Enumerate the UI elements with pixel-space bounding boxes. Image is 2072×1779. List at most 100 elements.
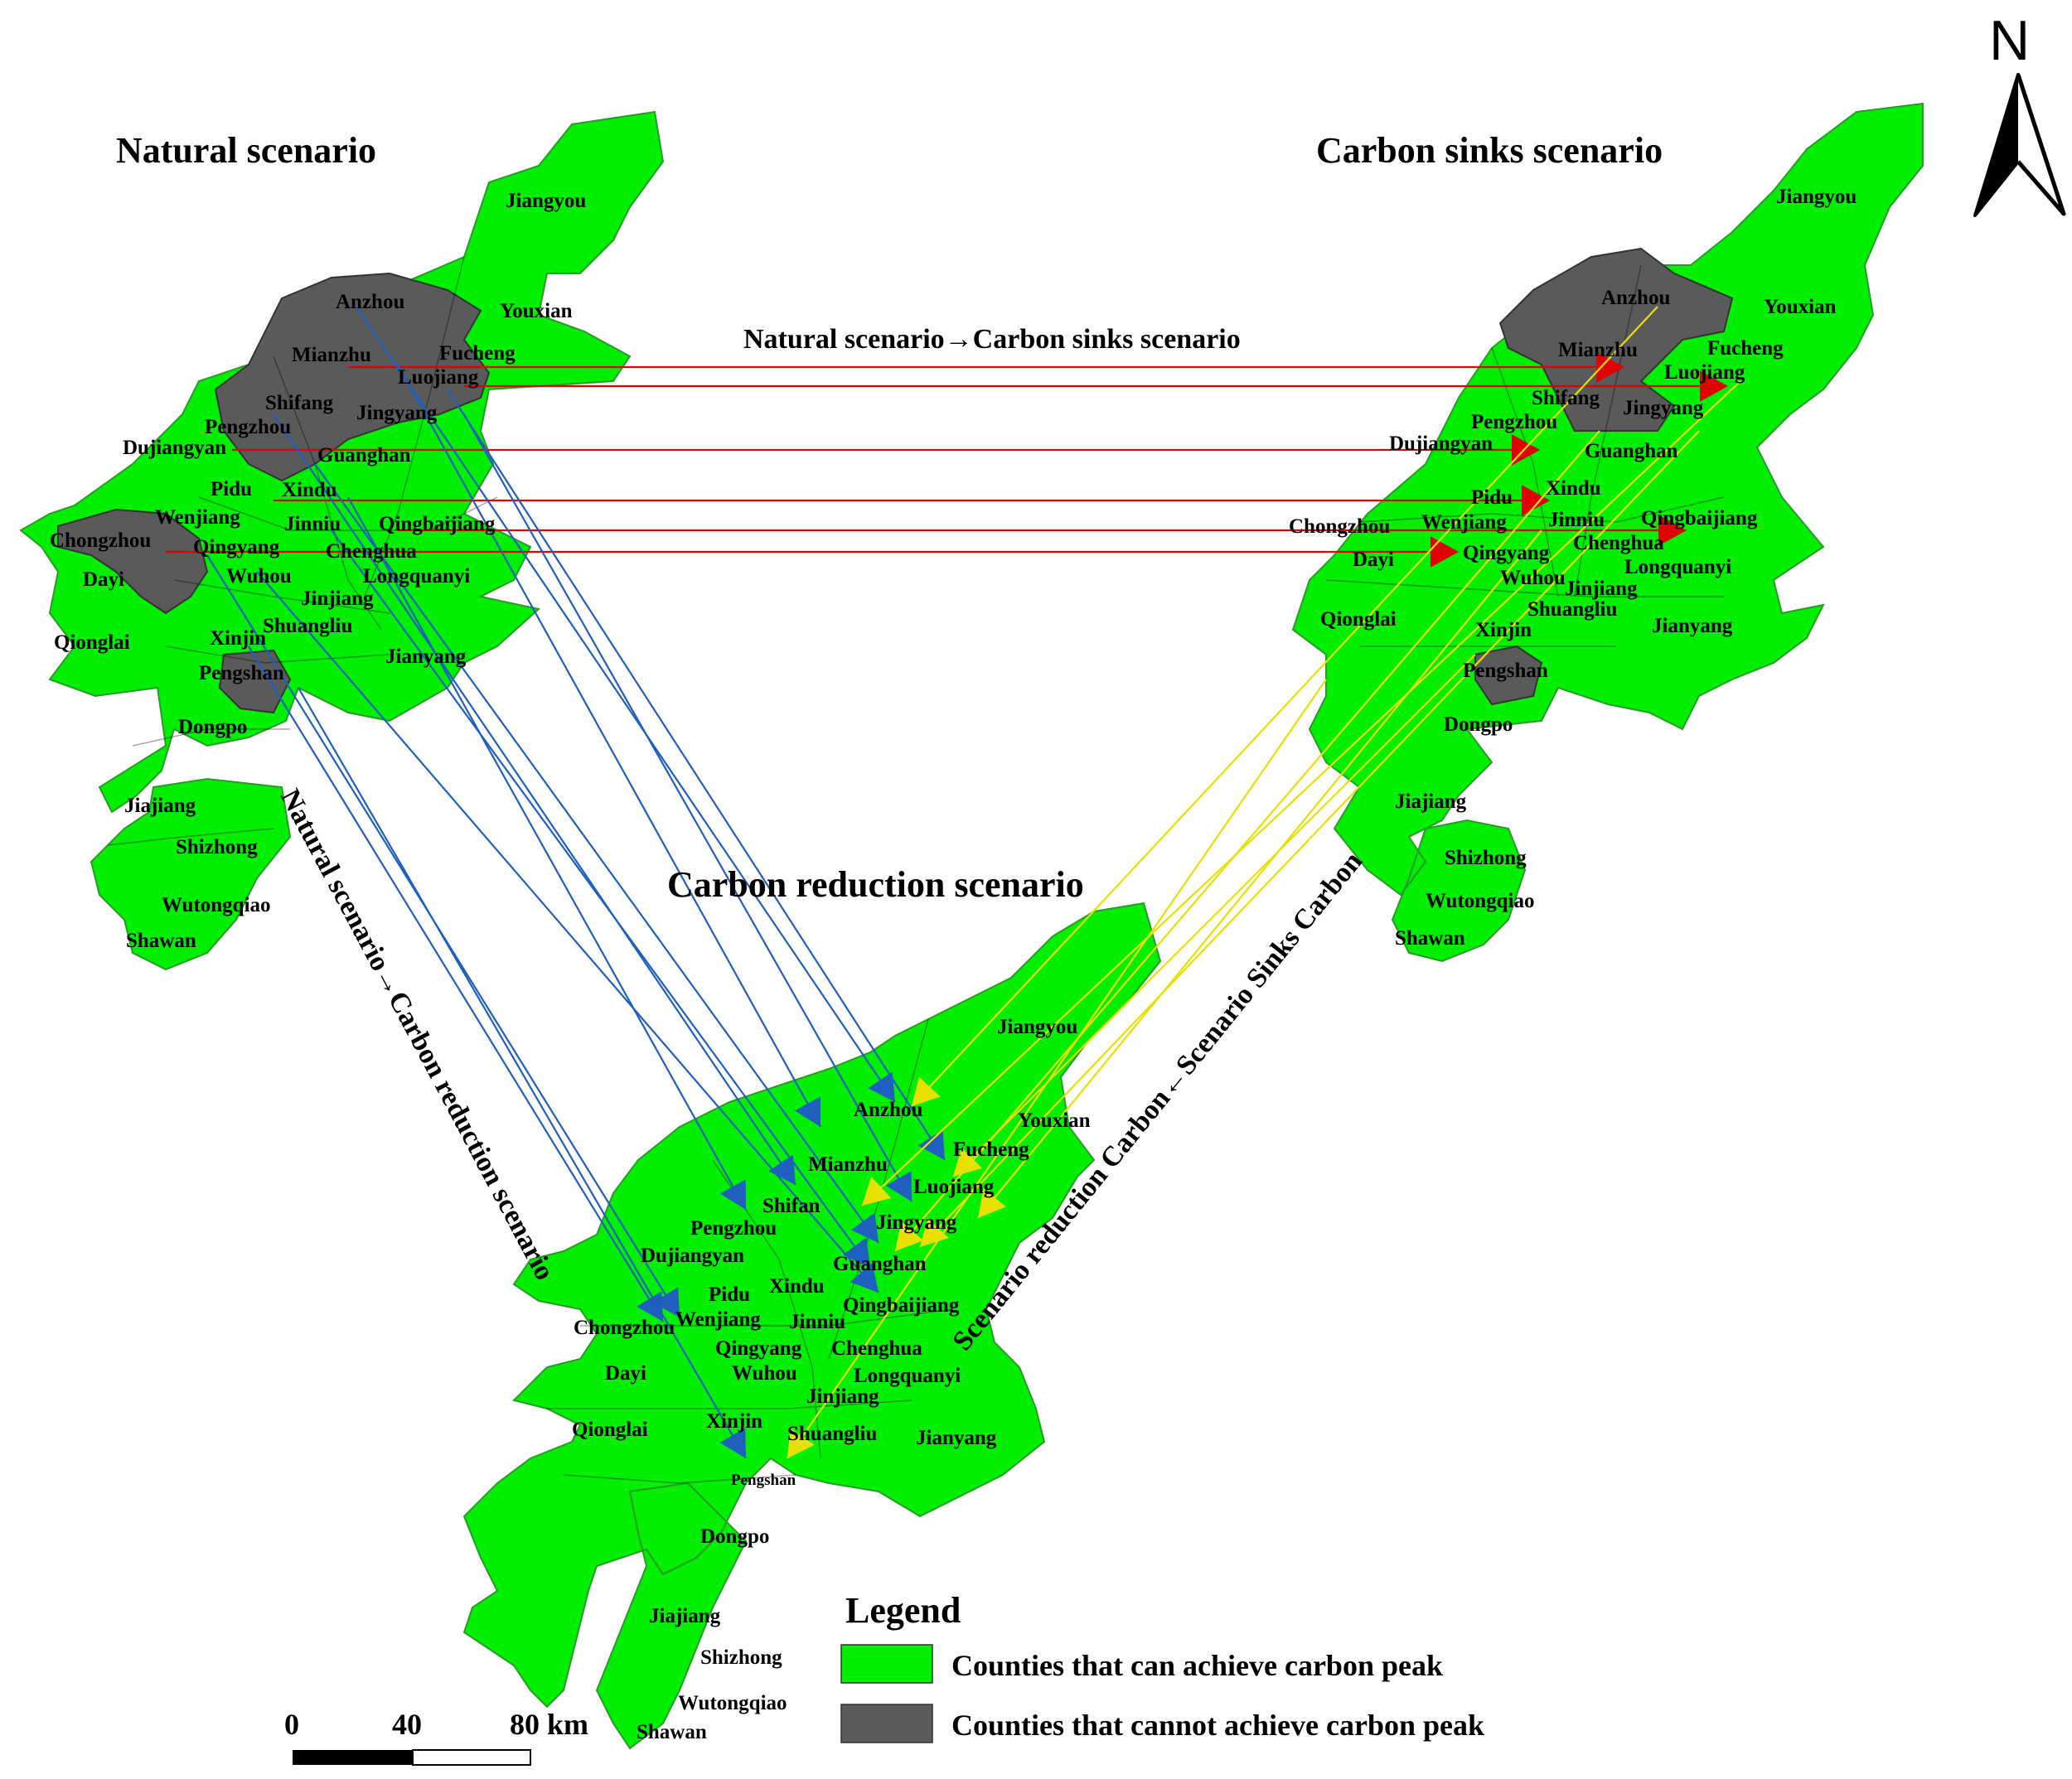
arrowhead-icon (978, 1188, 1006, 1218)
county-label: Jiangyou (997, 1016, 1077, 1038)
county-label: Xindu (1546, 477, 1601, 500)
reduction-county-labels: Jiangyou Anzhou Youxian Fucheng Mianzhu … (572, 1016, 1091, 1743)
county-label: Qionglai (54, 631, 130, 654)
county-label: Pengshan (199, 662, 284, 684)
county-label: Jiangyou (506, 190, 586, 212)
north-label: N (1989, 9, 2030, 72)
county-label: Jinniu (284, 513, 341, 535)
arrowhead-icon (850, 1263, 879, 1293)
county-label: Shuangliu (1527, 598, 1618, 621)
county-label: Qingbaijiang (1641, 507, 1758, 529)
arrowhead-icon (1431, 536, 1459, 568)
arrowhead-icon (719, 1428, 746, 1458)
county-label: Fucheng (953, 1138, 1029, 1161)
county-label: Shuangliu (263, 615, 353, 637)
county-label: Jiangyou (1776, 186, 1857, 208)
county-label: Anzhou (1601, 287, 1670, 309)
county-label: Jingyang (1623, 397, 1704, 419)
county-label: Wenjiang (675, 1308, 761, 1331)
county-label: Jianyang (385, 645, 467, 668)
county-label: Wuhou (226, 565, 292, 587)
county-label: Dayi (605, 1362, 646, 1385)
county-label: Mianzhu (808, 1153, 888, 1176)
county-label: Pengshan (1463, 660, 1548, 682)
county-label: Wutongqiao (162, 894, 271, 916)
arrowhead-icon (637, 1291, 663, 1322)
county-label: Longquanyi (1624, 556, 1731, 578)
county-label: Luojiang (398, 366, 479, 389)
county-label: Dayi (1353, 549, 1394, 571)
connector-line (977, 529, 1542, 1219)
arrowhead-icon (653, 1287, 680, 1317)
county-label: Youxian (1764, 296, 1837, 318)
legend: Legend Counties that can achieve carbon … (840, 1590, 1484, 1743)
county-label: Jiajiang (124, 795, 196, 817)
county-label: Wutongqiao (1426, 890, 1535, 912)
county-label: Dujiangyan (1389, 433, 1493, 455)
arrowhead-icon (895, 1221, 924, 1251)
county-label: Mianzhu (292, 344, 371, 366)
county-label: Pengzhou (690, 1217, 777, 1240)
reduction-region-green (462, 902, 1162, 1750)
county-label: Jinjiang (806, 1385, 879, 1408)
arrowhead-icon (787, 1428, 815, 1458)
arrowhead-icon (1512, 434, 1540, 466)
county-label: Anzhou (336, 291, 404, 313)
north-arrow-outline (2016, 74, 2066, 216)
legend-swatch-achieve (840, 1644, 933, 1684)
arrowhead-icon (862, 1177, 892, 1206)
arrowhead-icon (868, 1071, 895, 1102)
county-label: Xindu (769, 1275, 825, 1298)
scale-label-40: 40 (392, 1708, 422, 1741)
county-label: Wenjiang (1421, 511, 1507, 534)
connector-line (347, 496, 747, 1211)
county-label: Xinjin (1475, 619, 1532, 641)
county-label: Qingbaijiang (843, 1294, 960, 1317)
connector-line (298, 687, 747, 1459)
county-label: Wenjiang (155, 506, 240, 529)
arrowhead-icon (1522, 485, 1550, 516)
arrowhead-icon (953, 1147, 983, 1177)
arrowhead-icon (917, 1129, 945, 1160)
county-label: Qingyang (193, 536, 280, 558)
connector-line (919, 430, 1700, 1248)
county-label: Guanghan (317, 444, 411, 467)
arrowhead-icon (850, 1212, 879, 1243)
county-label: Pengzhou (205, 416, 291, 438)
scale-bar: 0 40 80 km (284, 1708, 588, 1766)
arrowhead-icon (912, 1076, 941, 1106)
natural-to-sinks-label: Natural scenario→Carbon sinks scenario (743, 324, 1241, 355)
connector-line (331, 529, 871, 1269)
county-label: Xindu (282, 479, 337, 501)
county-label: Pengshan (731, 1472, 796, 1489)
county-label: Guanghan (1585, 440, 1678, 462)
natural-scenario-title: Natural scenario (116, 130, 376, 171)
sinks-region-green (1291, 102, 1924, 963)
county-label: Longquanyi (854, 1365, 961, 1387)
county-label: Jingyang (356, 402, 438, 424)
county-label: Jinjiang (1565, 578, 1638, 600)
county-label: Jianyang (916, 1427, 997, 1449)
sinks-county-labels: Jiangyou Anzhou Youxian Mianzhu Fucheng … (1289, 186, 1857, 950)
sinks-region-grey (1474, 247, 1734, 706)
scale-segment-dark (293, 1750, 413, 1765)
sinks-scenario-title: Carbon sinks scenario (1316, 130, 1663, 171)
reduction-scenario-title: Carbon reduction scenario (667, 864, 1084, 905)
county-label: Shuangliu (787, 1423, 878, 1445)
connector-line (356, 306, 896, 1103)
county-label: Chenghua (831, 1337, 922, 1360)
reduction-map (462, 902, 1162, 1750)
county-label: Shifang (1532, 387, 1600, 409)
county-label: Qionglai (1320, 608, 1397, 631)
connector-line (952, 654, 1476, 1177)
county-label: Luojiang (913, 1176, 995, 1198)
county-label: Qingbaijiang (379, 513, 496, 535)
connector-line (861, 380, 1741, 1206)
county-label: Mianzhu (1558, 339, 1638, 361)
county-label: Longquanyi (363, 565, 470, 587)
arrowhead-icon (842, 1237, 870, 1268)
natural-county-labels: Jiangyou Anzhou Youxian Mianzhu Fucheng … (50, 190, 586, 952)
connector-line (787, 679, 1327, 1459)
county-label: Guanghan (833, 1253, 927, 1275)
